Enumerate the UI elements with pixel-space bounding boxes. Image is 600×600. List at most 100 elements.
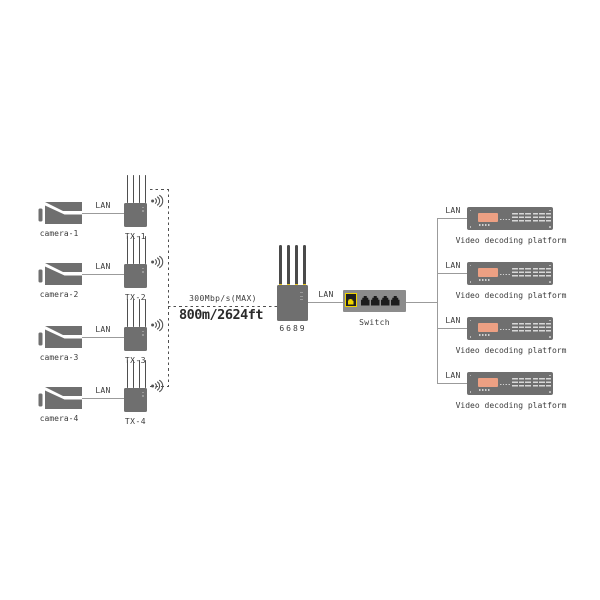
screw-icon (469, 280, 472, 283)
screw-icon (548, 280, 551, 283)
screw-icon (548, 390, 551, 393)
ethernet-port-icon (391, 296, 400, 306)
antenna-icon (124, 360, 147, 388)
lan-label: LAN (318, 290, 334, 299)
antenna-icon (124, 299, 147, 327)
camera-label: camera-4 (39, 414, 79, 423)
decoder-button-grid (532, 268, 551, 278)
decoder-label: Video decoding platform (455, 401, 567, 410)
lan-label: LAN (95, 262, 111, 271)
decoder-row: LAN Video decoding platform (437, 173, 600, 265)
camera-icon (38, 202, 82, 224)
decoder-indicator-ticks (479, 389, 491, 391)
tx-transmitter-device (124, 327, 147, 351)
ethernet-port-icon (371, 296, 380, 306)
screw-icon (469, 374, 472, 377)
lan-label: LAN (445, 261, 461, 270)
decoder-led-dots (500, 328, 511, 330)
wifi-signal-icon (151, 194, 164, 208)
lan-branch-line (437, 383, 467, 384)
decoder-led-dots (500, 273, 511, 275)
video-decoder-device (467, 317, 553, 340)
decoder-display-icon (478, 213, 498, 222)
tx-label: TX-2 (124, 293, 147, 302)
decoder-label: Video decoding platform (455, 236, 567, 245)
camera-tx-row: camera-4 LAN TX-4 (38, 353, 208, 445)
decoder-row: LAN Video decoding platform (437, 228, 600, 320)
camera-label: camera-2 (39, 290, 79, 299)
camera-tx-row: camera-1 LAN TX-1 (38, 168, 208, 260)
decoder-indicator-ticks (479, 279, 491, 281)
bandwidth-label: 300Mbp/s(MAX) (189, 294, 257, 303)
switch-output-line (406, 301, 437, 303)
lan-branch-line (437, 328, 467, 329)
screw-icon (548, 209, 551, 212)
camera-label: camera-3 (39, 353, 79, 362)
lan-label: LAN (445, 371, 461, 380)
lan-label: LAN (445, 316, 461, 325)
antenna-icon (124, 236, 147, 264)
decoder-button-grid (512, 323, 531, 333)
decoder-display-icon (478, 323, 498, 332)
decoder-button-grid (532, 213, 551, 223)
lan-link-line (82, 213, 124, 214)
lan-link-line (82, 398, 124, 399)
wireless-dashed-bracket (168, 189, 170, 386)
tx-transmitter-device (124, 264, 147, 288)
ethernet-port-icon (381, 296, 390, 306)
video-decoder-device (467, 262, 553, 285)
trunk-line (437, 218, 438, 384)
screw-icon (548, 264, 551, 267)
screw-icon (548, 335, 551, 338)
screw-icon (469, 225, 472, 228)
screw-icon (469, 319, 472, 322)
screw-icon (469, 335, 472, 338)
lan-label: LAN (95, 386, 111, 395)
lan-branch-line (437, 273, 467, 274)
distance-label: 800m/2624ft (179, 307, 263, 323)
antenna-icon (124, 175, 147, 203)
screw-icon (469, 264, 472, 267)
screw-icon (548, 225, 551, 228)
decoder-button-grid (512, 213, 531, 223)
switch-device (343, 290, 406, 312)
camera-label: camera-1 (39, 229, 79, 238)
screw-icon (469, 390, 472, 393)
screw-icon (469, 209, 472, 212)
camera-icon (38, 263, 82, 285)
ethernet-port-icon (361, 296, 370, 306)
video-decoder-device (467, 207, 553, 230)
video-decoder-device (467, 372, 553, 395)
decoder-label: Video decoding platform (455, 346, 567, 355)
camera-icon (38, 326, 82, 348)
lan-label: LAN (445, 206, 461, 215)
wireless-link-line (168, 305, 277, 307)
decoder-button-grid (532, 378, 551, 388)
decoder-display-icon (478, 378, 498, 387)
tx-label: TX-4 (124, 417, 147, 426)
uplink-port-icon (345, 292, 357, 307)
lan-link-line (308, 302, 344, 303)
decoder-button-grid (512, 378, 531, 388)
lan-label: LAN (95, 325, 111, 334)
decoder-button-grid (512, 268, 531, 278)
camera-tx-row: camera-2 LAN TX-2 (38, 229, 208, 321)
camera-icon (38, 387, 82, 409)
decoder-indicator-ticks (479, 224, 491, 226)
tx-transmitter-device (124, 388, 147, 412)
screw-icon (548, 319, 551, 322)
decoder-button-grid (532, 323, 551, 333)
receiver-device (277, 285, 308, 321)
lan-branch-line (437, 218, 467, 219)
switch-label: Switch (359, 318, 390, 327)
lan-link-line (82, 337, 124, 338)
decoder-led-dots (500, 218, 511, 220)
receiver-label: 6689 (279, 324, 307, 333)
decoder-display-icon (478, 268, 498, 277)
wireless-dashed-stub-bottom (150, 385, 169, 387)
wifi-signal-icon (151, 255, 164, 269)
lan-link-line (82, 274, 124, 275)
tx-label: TX-1 (124, 232, 147, 241)
wireless-dashed-stub-top (150, 188, 169, 190)
